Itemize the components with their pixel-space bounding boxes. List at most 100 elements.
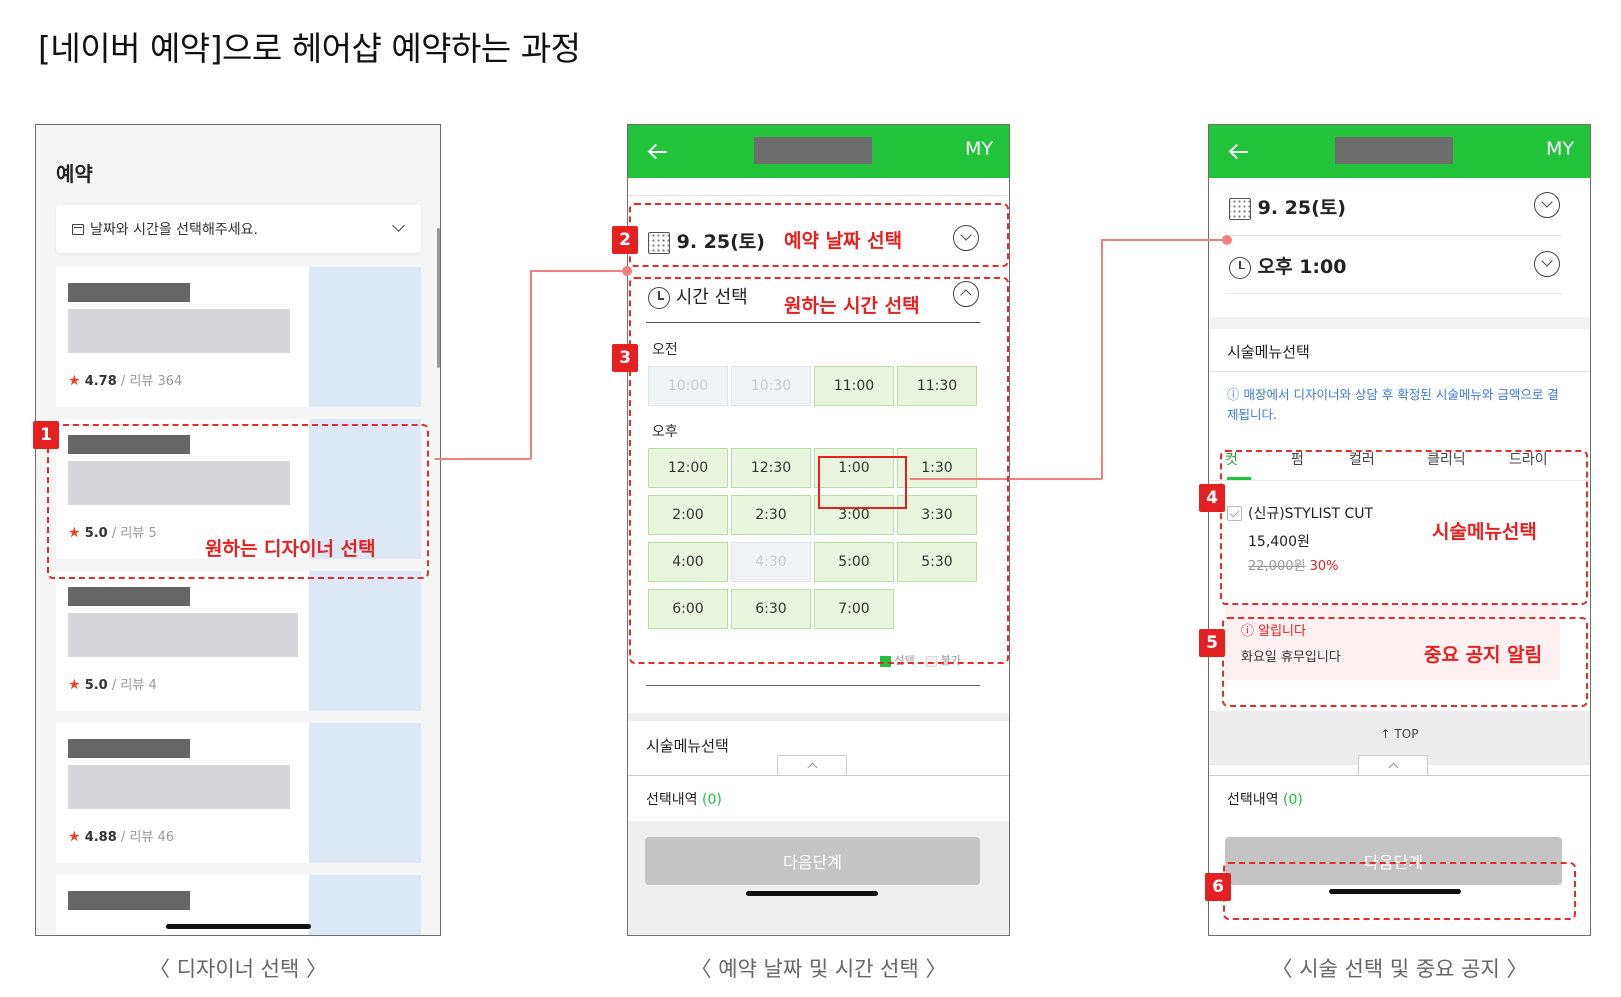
designer-photo (309, 723, 421, 863)
time-row[interactable]: 오후 1:00 (1229, 252, 1346, 279)
connector-line (435, 458, 531, 460)
tab-menu-category[interactable]: 펌 (1291, 452, 1304, 468)
divider (1209, 480, 1590, 481)
time-slot[interactable]: 5:30 (897, 542, 977, 582)
designer-card[interactable]: ★ 5.0 / 리뷰 4 (56, 571, 421, 711)
time-annotation: 원하는 시간 선택 (784, 295, 920, 317)
chevron-down-icon[interactable] (1534, 251, 1560, 277)
time-slot[interactable]: 12:00 (648, 448, 728, 488)
section-divider (628, 713, 1009, 721)
time-slot[interactable]: 4:00 (648, 542, 728, 582)
home-indicator (746, 891, 878, 896)
designer-card[interactable]: ★ 4.78 / 리뷰 364 (56, 267, 421, 407)
caption-menu-notice: 〈 시술 선택 및 중요 공지 〉 (1271, 957, 1528, 981)
designer-card[interactable]: ★ 4.88 / 리뷰 46 (56, 723, 421, 863)
calendar-icon (1229, 197, 1251, 220)
divider (646, 685, 980, 686)
selection-summary: 선택내역 (0) (1227, 792, 1303, 808)
chevron-down-icon[interactable] (953, 225, 979, 251)
redacted-name (68, 739, 190, 758)
step-badge-4: 4 (1199, 484, 1225, 512)
date-time-select[interactable]: 날짜와 시간을 선택해주세요. (56, 205, 421, 253)
page-title: [네이버 예약]으로 헤어샵 예약하는 과정 (38, 29, 581, 68)
date-time-select-label: 날짜와 시간을 선택해주세요. (90, 222, 258, 238)
step-badge-3: 3 (612, 344, 638, 372)
time-slot[interactable]: 1:00 (814, 448, 894, 488)
star-icon: ★ (68, 677, 81, 693)
time-slot[interactable]: 12:30 (731, 448, 811, 488)
time-slot[interactable]: 1:30 (897, 448, 977, 488)
divider (628, 775, 1009, 776)
section-divider (1209, 317, 1590, 329)
time-slot[interactable]: 6:00 (648, 589, 728, 629)
menu-item-name[interactable]: (신규)STYLIST CUT (1248, 506, 1374, 522)
time-slot[interactable]: 2:00 (648, 495, 728, 535)
panel-handle[interactable] (777, 755, 847, 775)
selection-summary: 선택내역 (0) (646, 792, 722, 808)
chevron-down-icon (392, 219, 405, 232)
divider (1209, 371, 1590, 372)
time-slot[interactable]: 2:30 (731, 495, 811, 535)
tab-menu-category[interactable]: 컬러 (1349, 452, 1375, 468)
back-arrow-icon[interactable] (1229, 142, 1249, 162)
active-tab-indicator (1227, 477, 1251, 480)
clock-icon (648, 287, 670, 309)
time-select-header[interactable]: 시간 선택 (648, 283, 748, 309)
designer-rating: ★ 5.0 / 리뷰 5 (68, 525, 157, 541)
time-slot: 4:30 (731, 542, 811, 582)
back-arrow-icon[interactable] (648, 142, 668, 162)
menu-item-checkbox[interactable] (1227, 506, 1242, 521)
redacted-name (68, 587, 190, 606)
scrollbar[interactable] (437, 228, 440, 368)
date-row[interactable]: 9. 25(토) (1229, 193, 1346, 220)
step-badge-5: 5 (1199, 629, 1225, 657)
star-icon: ★ (68, 525, 81, 541)
menu-info-text: ⓘ 매장에서 디자이너와 상담 후 확정된 시술메뉴와 금액으로 결제됩니다. (1227, 387, 1559, 422)
divider (646, 322, 980, 323)
time-slot[interactable]: 3:30 (897, 495, 977, 535)
scroll-top-button[interactable]: ↑ TOP (1380, 727, 1419, 741)
time-slot[interactable]: 6:30 (731, 589, 811, 629)
tab-menu-category[interactable]: 드라이 (1509, 452, 1548, 468)
step-badge-1: 1 (33, 421, 59, 449)
divider (628, 195, 1009, 196)
designer-photo (309, 571, 421, 711)
time-slot: 10:30 (731, 366, 811, 406)
panel-handle[interactable] (1358, 755, 1428, 775)
time-select-title: 시간 선택 (675, 287, 748, 308)
connector-dot (1222, 235, 1232, 245)
menu-select-screen: MY 9. 25(토) 오후 1:00 시술메뉴선택 ⓘ 매장에서 디자이너와 … (1208, 124, 1591, 936)
redacted-description (68, 613, 298, 657)
redacted-name (68, 435, 190, 454)
menu-section-title: 시술메뉴선택 (1227, 343, 1310, 361)
time-slot[interactable]: 3:00 (814, 495, 894, 535)
chevron-up-icon[interactable] (953, 281, 979, 307)
redacted-description (68, 309, 290, 353)
step-badge-6: 6 (1205, 873, 1231, 901)
calendar-icon (648, 231, 670, 254)
time-slot[interactable]: 11:30 (897, 366, 977, 406)
reservation-title: 예약 (56, 162, 93, 186)
tab-menu-category[interactable]: 클리닉 (1427, 452, 1466, 468)
designer-card[interactable]: ★ 5.0 / 리뷰 5 (56, 419, 421, 559)
next-step-button[interactable]: 다음단계 (1225, 837, 1562, 885)
connector-line (530, 270, 532, 459)
date-row[interactable]: 9. 25(토) (648, 227, 765, 254)
my-button[interactable]: MY (965, 138, 993, 160)
selected-date: 9. 25(토) (1257, 197, 1346, 219)
chevron-down-icon[interactable] (1534, 192, 1560, 218)
redacted-name (68, 891, 190, 910)
time-slot[interactable]: 11:00 (814, 366, 894, 406)
star-icon: ★ (68, 373, 81, 389)
notice-box: ⓘ 알립니다 화요일 휴무입니다 (1225, 604, 1560, 680)
am-label: 오전 (652, 342, 678, 358)
star-icon: ★ (68, 829, 81, 845)
pm-label: 오후 (652, 424, 678, 440)
next-step-button[interactable]: 다음단계 (645, 837, 980, 885)
my-button[interactable]: MY (1546, 138, 1574, 160)
time-slot[interactable]: 7:00 (814, 589, 894, 629)
menu-section-title: 시술메뉴선택 (646, 737, 729, 755)
tab-menu-category[interactable]: 컷 (1225, 452, 1238, 468)
step-badge-2: 2 (612, 226, 638, 254)
time-slot[interactable]: 5:00 (814, 542, 894, 582)
